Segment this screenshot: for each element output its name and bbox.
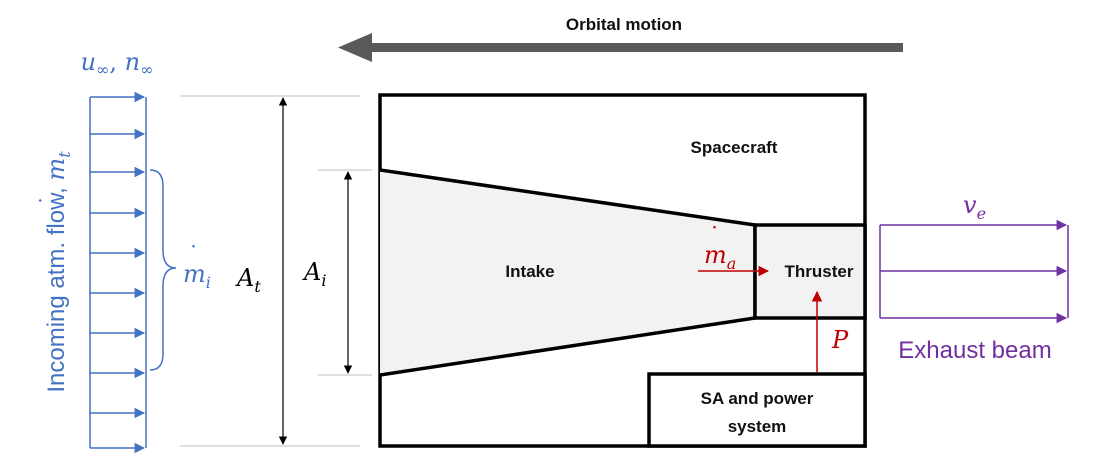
mdot-a-dot: ˙ xyxy=(709,224,720,249)
intake-flow-brace xyxy=(149,169,177,371)
spacecraft-label: Spacecraft xyxy=(691,138,778,157)
solar-array-power-box xyxy=(647,372,867,448)
thruster-label: Thruster xyxy=(785,262,854,281)
sa-power-label-line1: SA and power xyxy=(701,389,814,408)
mdot-a-label: ma xyxy=(704,241,736,273)
incoming-mdot-dot: ˙ xyxy=(37,195,62,206)
orbital-motion-arrow xyxy=(338,33,903,62)
orbital-motion-label: Orbital motion xyxy=(566,15,682,34)
exhaust-beam-label: Exhaust beam xyxy=(898,337,1051,364)
freestream-label: u∞, n∞ xyxy=(81,48,154,79)
mdot-i-label: mi xyxy=(183,260,211,292)
intake-label: Intake xyxy=(505,262,554,281)
power-label: P xyxy=(831,326,849,354)
guide-lines xyxy=(180,95,372,447)
incoming-flow-arrows xyxy=(89,91,147,454)
incoming-flow-label: Incoming atm. flow, mt xyxy=(42,151,74,393)
sa-power-label-line2: system xyxy=(728,417,787,436)
area-total-label: At xyxy=(235,264,261,296)
area-intake-label: Ai xyxy=(302,258,326,290)
exhaust-beam-arrows xyxy=(879,219,1069,324)
mdot-i-dot: ˙ xyxy=(188,243,199,268)
exhaust-velocity-label: ve xyxy=(963,191,986,223)
